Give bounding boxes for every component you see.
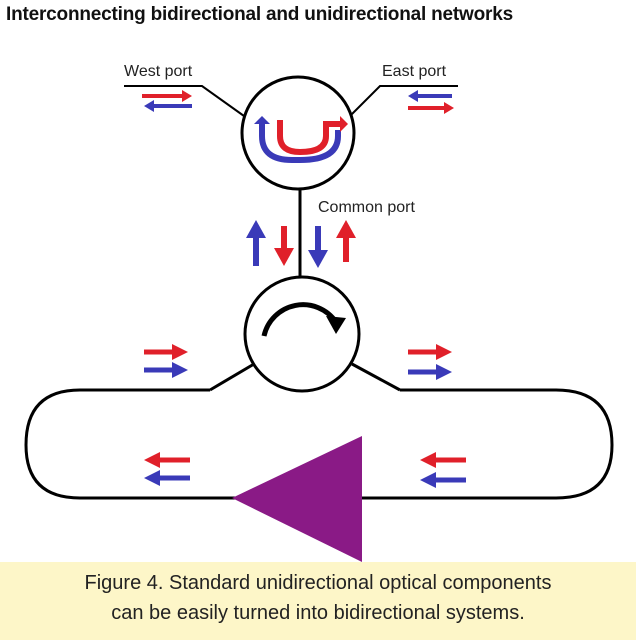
circulator-icon xyxy=(240,75,356,191)
common-port-arrows xyxy=(246,220,356,268)
ring-loop xyxy=(24,388,614,500)
common-port-label: Common port xyxy=(318,199,415,216)
left-upper-arrows xyxy=(144,344,188,378)
west-port-arrows xyxy=(142,90,192,112)
right-upper-arrows xyxy=(408,344,452,380)
figure-title: Interconnecting bidirectional and unidir… xyxy=(6,4,513,25)
ring-taps xyxy=(209,362,401,392)
right-lower-arrows xyxy=(420,452,466,488)
network-diagram: West port East port Common port xyxy=(24,63,614,562)
west-port-label: West port xyxy=(124,63,193,80)
figure-caption: Figure 4. Standard unidirectional optica… xyxy=(0,562,636,640)
east-port-label: East port xyxy=(382,63,447,80)
amplifier-triangle-icon xyxy=(232,436,362,562)
east-port-arrows xyxy=(408,90,454,114)
circulator-clockwise-icon xyxy=(243,275,361,393)
caption-line-1: Figure 4. Standard unidirectional optica… xyxy=(84,572,552,594)
left-lower-arrows xyxy=(144,452,190,486)
caption-line-2: can be easily turned into bidirectional … xyxy=(111,602,525,624)
